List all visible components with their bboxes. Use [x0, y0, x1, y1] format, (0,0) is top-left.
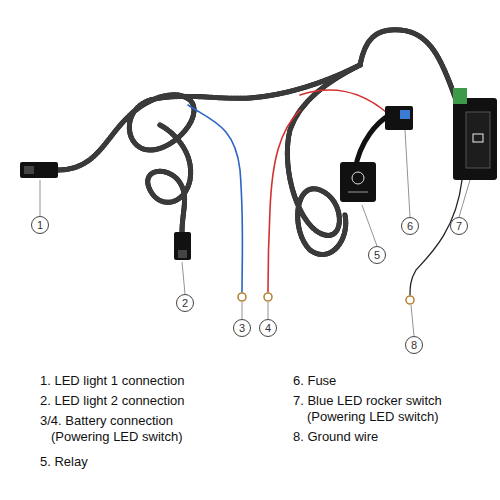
rocker-switch [453, 88, 497, 180]
ring-terminal [238, 293, 246, 301]
cable [287, 65, 360, 255]
cable [355, 116, 388, 170]
legend-item: 3/4. Battery connection (Powering LED sw… [40, 413, 226, 445]
fuse-holder [385, 106, 413, 130]
legend-item: 1. LED light 1 connection [40, 373, 270, 389]
leader-line [362, 205, 377, 246]
callout-circle: 3 [233, 319, 251, 337]
relay-mark [352, 172, 364, 184]
callout-number: 7 [456, 221, 462, 232]
leader-line [40, 180, 41, 216]
cable-ribs [360, 30, 456, 100]
plug-latch [178, 250, 187, 258]
callout-number: 1 [37, 220, 43, 231]
fuse-body [385, 106, 413, 130]
relay-body [340, 162, 376, 202]
callout-number: 2 [182, 298, 188, 309]
led-plug [20, 162, 58, 178]
plug-latch [24, 166, 34, 174]
fuse [400, 110, 410, 119]
callout-number: 8 [411, 340, 417, 351]
cable-ribs [287, 65, 360, 255]
callout-circle: 2 [176, 294, 194, 312]
relay-symbol [340, 162, 376, 202]
legend-item: 8. Ground wire [293, 429, 493, 445]
callout-circle: 1 [31, 216, 49, 234]
blue-wire [188, 105, 243, 292]
relay-mark [348, 192, 368, 193]
red-wire [268, 110, 300, 292]
legend-item: 5. Relay [40, 454, 270, 470]
cable [360, 30, 456, 100]
legend-item: 6. Fuse [293, 373, 493, 389]
callout-number: 4 [265, 323, 271, 334]
ring-terminal [264, 293, 272, 301]
switch-plug [453, 88, 467, 104]
red-wire [300, 90, 386, 112]
harness-cables [58, 30, 462, 295]
leader-line [242, 302, 243, 319]
callout-circle: 6 [401, 217, 419, 235]
callout-number: 3 [239, 323, 245, 334]
leader-line [459, 180, 470, 217]
cable [148, 125, 191, 232]
callout-circle: 5 [368, 246, 386, 264]
leader-line [411, 305, 414, 336]
led-plug [174, 232, 191, 260]
leader-line [268, 302, 269, 319]
leader-line [405, 130, 410, 217]
legend-item: 7. Blue LED rocker switch (Powering LED … [293, 393, 482, 425]
switch-body [453, 98, 497, 180]
callout-circle: 7 [450, 217, 468, 235]
switch-icon [473, 134, 483, 142]
switch-face [466, 112, 490, 168]
ground-wire [410, 180, 462, 295]
callout-number: 6 [407, 221, 413, 232]
callout-circle: 8 [405, 336, 423, 354]
connectors [20, 162, 414, 304]
leader-line [182, 262, 185, 294]
legend-item: 2. LED light 2 connection [40, 393, 270, 409]
callout-circle: 4 [259, 319, 277, 337]
callout-number: 5 [374, 250, 380, 261]
cable-ribs [148, 125, 191, 232]
leader-lines [40, 130, 470, 336]
ring-terminal [406, 296, 414, 304]
